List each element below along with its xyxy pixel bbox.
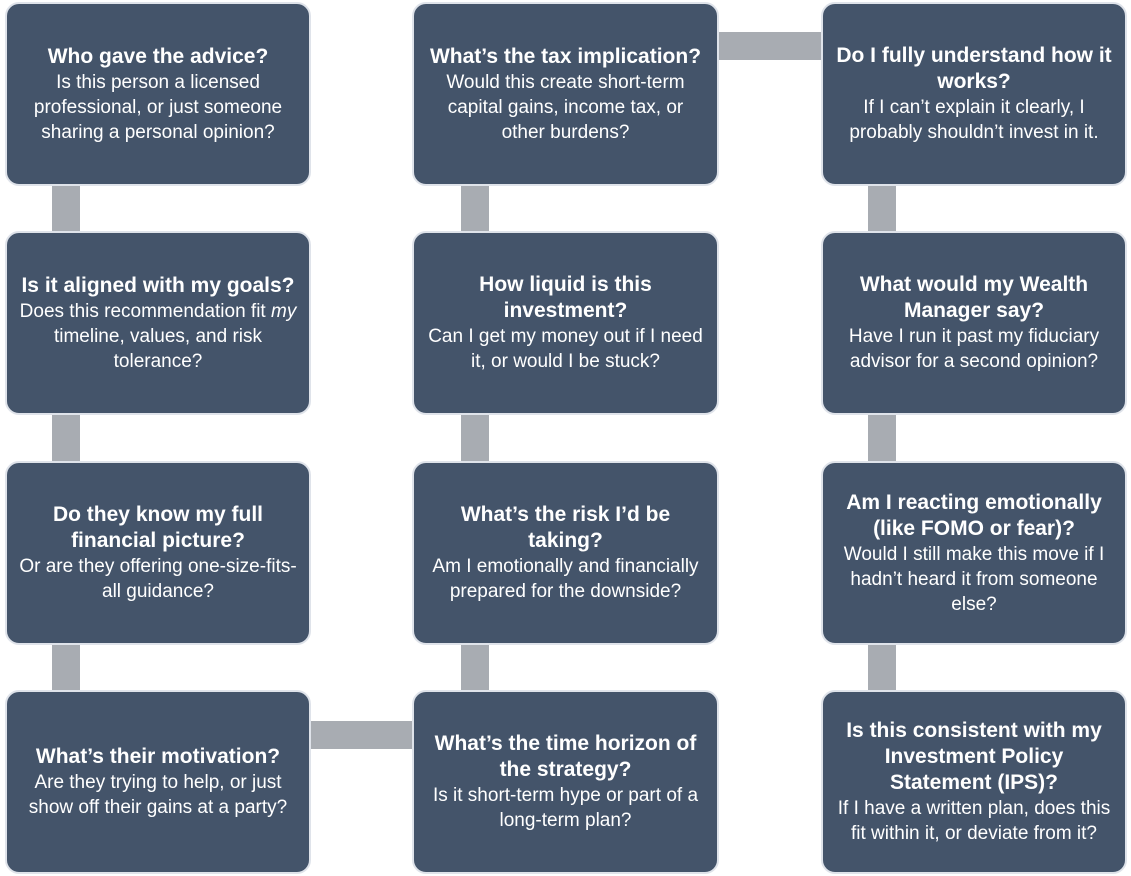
step-question: What’s the time horizon of the strategy? <box>434 732 697 781</box>
step-detail: If I can’t explain it clearly, I probabl… <box>849 97 1099 143</box>
step-question: Is it aligned with my goals? <box>21 273 295 297</box>
step-detail: Are they trying to help, or just show of… <box>28 772 288 818</box>
step-detail: Have I run it past my fiduciary advisor … <box>848 326 1100 372</box>
connector-c1-3-4 <box>52 644 80 690</box>
step-box-8: What’s the time horizon of the strategy?… <box>412 690 719 874</box>
connector-c2-1-2 <box>461 185 489 231</box>
step-question: What’s the risk I’d be taking? <box>460 503 671 552</box>
step-detail: If I have a written plan, does this fit … <box>837 798 1111 844</box>
step-box-2: Is it aligned with my goals? Does this re… <box>5 231 311 415</box>
connector-c3-1-2 <box>868 185 896 231</box>
step-detail: Does this recommendation fit my timeline… <box>19 300 297 372</box>
step-box-6: How liquid is this investment?Can I get … <box>412 231 719 415</box>
connector-c1-1-2 <box>52 185 80 231</box>
step-detail: Is it short-term hype or part of a long-… <box>432 785 699 831</box>
connector-c2-3-4 <box>461 644 489 690</box>
connector-c1-2-3 <box>52 415 80 461</box>
step-box-12: Is this consistent with my Investment Po… <box>821 690 1127 874</box>
step-detail: Am I emotionally and financially prepare… <box>432 556 699 602</box>
step-question: Am I reacting emotionally (like FOMO or … <box>846 490 1102 540</box>
step-box-10: What would my Wealth Manager say?Have I … <box>821 231 1127 415</box>
step-box-1: Who gave the advice? Is this person a lic… <box>5 2 311 186</box>
step-question: How liquid is this investment? <box>479 273 652 322</box>
step-question: What would my Wealth Manager say? <box>859 273 1089 322</box>
step-question: Who gave the advice? <box>47 44 269 68</box>
step-question: Is this consistent with my Investment Po… <box>846 719 1102 794</box>
step-detail: Is this person a licensed professional, … <box>33 71 283 143</box>
step-box-3: Do they know my full financial picture?O… <box>5 461 311 645</box>
connector-c2-2-3 <box>461 415 489 461</box>
step-question: Do they know my full financial picture? <box>52 503 264 552</box>
step-question: Do I fully understand how it works? <box>836 44 1112 93</box>
step-box-9: Do I fully understand how it works?If I … <box>821 2 1127 186</box>
connector-c2-c3-top <box>719 32 821 60</box>
step-detail: Or are they offering one-size-fits-all g… <box>19 556 297 602</box>
connector-c3-2-3 <box>868 415 896 461</box>
step-box-11: Am I reacting emotionally (like FOMO or … <box>821 461 1127 645</box>
step-box-4: What’s their motivation? Are they trying … <box>5 690 311 874</box>
step-detail: Would this create short-term capital gai… <box>446 71 685 143</box>
step-question: What’s the tax implication? <box>429 44 702 68</box>
step-box-5: What’s the tax implication? Would this cr… <box>412 2 719 186</box>
step-detail: Can I get my money out if I need it, or … <box>428 326 703 372</box>
step-question: What’s their motivation? <box>35 745 281 768</box>
step-box-7: What’s the risk I’d be taking?Am I emoti… <box>412 461 719 645</box>
connector-c1-c2-bottom <box>311 721 412 749</box>
step-detail: Would I still make this move if I hadn’t… <box>843 543 1105 615</box>
connector-c3-3-4 <box>868 644 896 690</box>
